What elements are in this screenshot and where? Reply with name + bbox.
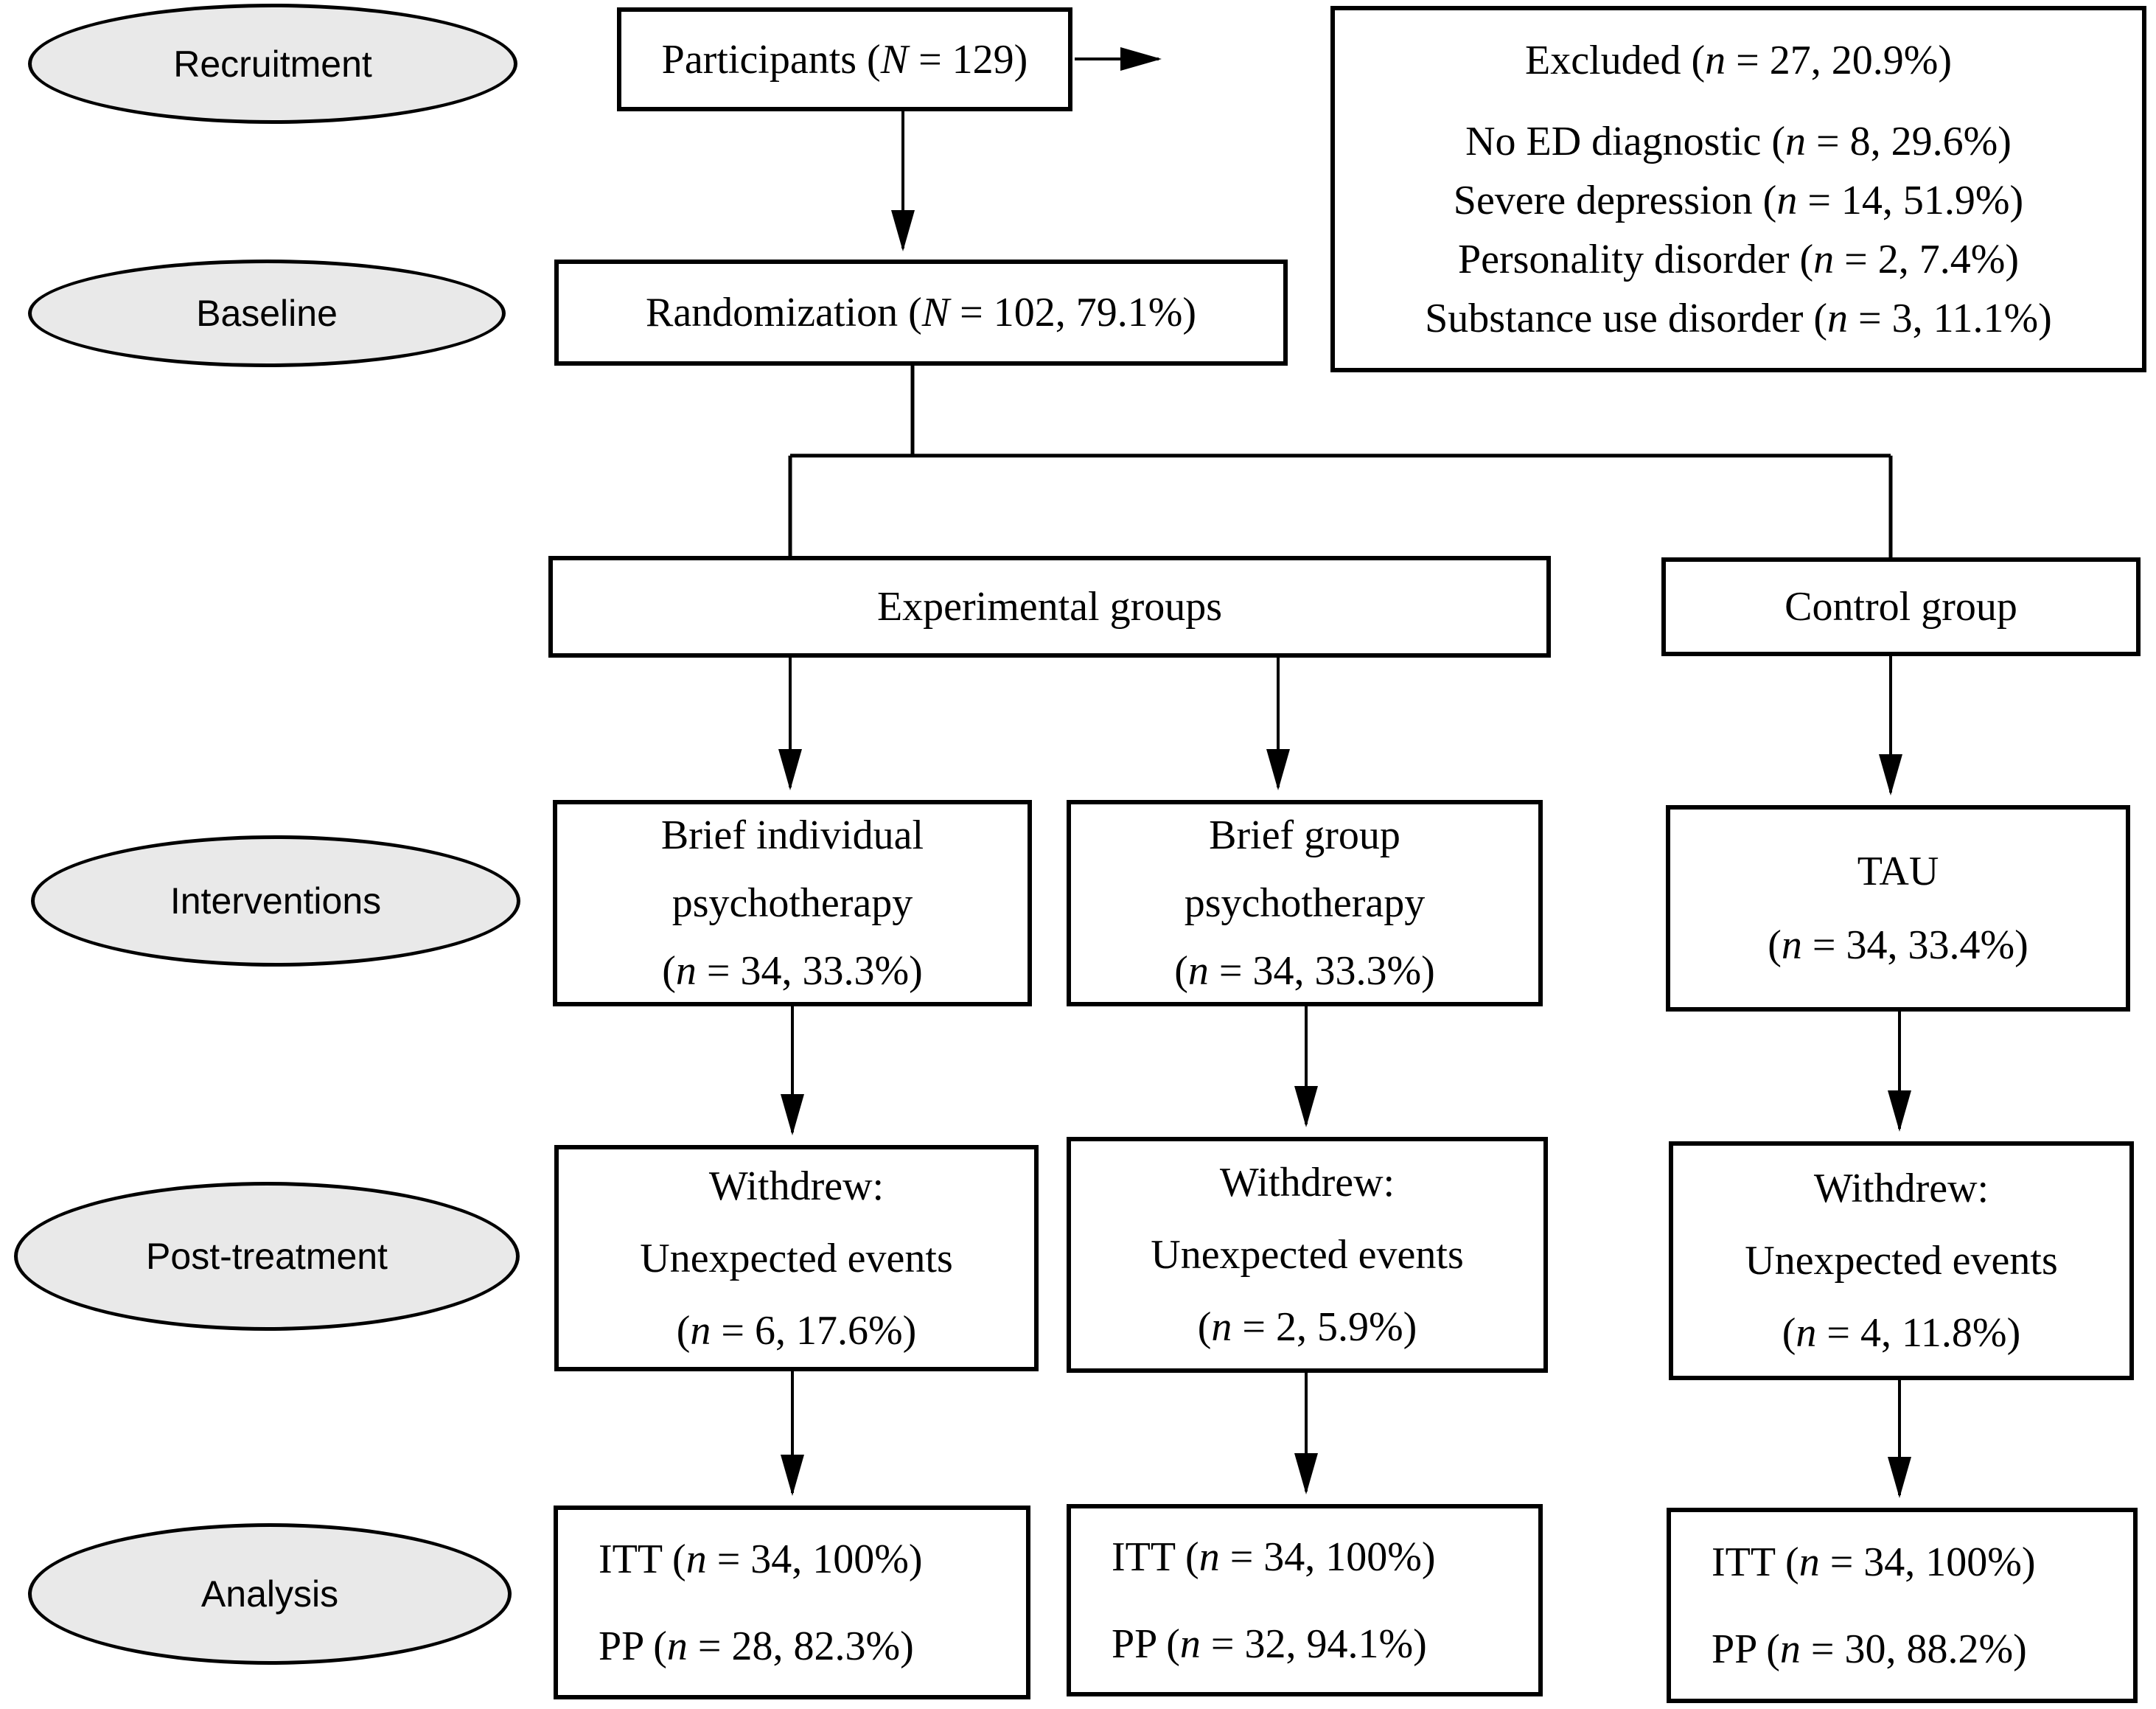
- analysis-group-box: ITT (n = 34, 100%) PP (n = 32, 94.1%): [1067, 1504, 1543, 1696]
- excluded-title: Excluded (n = 27, 20.9%): [1524, 37, 1952, 83]
- control-group-text: Control group: [1785, 584, 2017, 630]
- participants-box: Participants (N = 129): [617, 7, 1072, 111]
- stage-ellipse-interventions: Interventions: [31, 835, 520, 967]
- withdrew-individual-box: Withdrew: Unexpected events (n = 6, 17.6…: [554, 1145, 1039, 1371]
- stage-label-interventions: Interventions: [170, 880, 382, 922]
- brief-group-box: Brief group psychotherapy (n = 34, 33.3%…: [1067, 800, 1543, 1006]
- brief-individual-box: Brief individual psychotherapy (n = 34, …: [553, 800, 1032, 1006]
- stage-ellipse-baseline: Baseline: [28, 260, 506, 367]
- withdrew-individual-line1: Withdrew:: [708, 1163, 885, 1209]
- excluded-reason-no-ed: No ED diagnostic (n = 8, 29.6%): [1465, 118, 2012, 164]
- brief-individual-n: (n = 34, 33.3%): [662, 948, 923, 994]
- brief-individual-line1: Brief individual: [660, 812, 924, 858]
- brief-group-n: (n = 34, 33.3%): [1174, 948, 1435, 994]
- stage-label-analysis: Analysis: [200, 1573, 339, 1615]
- randomization-text: Randomization (N = 102, 79.1%): [645, 290, 1197, 335]
- withdrew-control-line2: Unexpected events: [1745, 1238, 2058, 1284]
- analysis-individual-box: ITT (n = 34, 100%) PP (n = 28, 82.3%): [554, 1506, 1030, 1699]
- stage-label-recruitment: Recruitment: [173, 43, 372, 85]
- withdrew-individual-line2: Unexpected events: [640, 1235, 953, 1281]
- tau-box: TAU (n = 34, 33.4%): [1666, 805, 2130, 1012]
- analysis-control-pp: PP (n = 30, 88.2%): [1712, 1626, 2027, 1672]
- brief-group-line2: psychotherapy: [1184, 880, 1426, 926]
- participants-text: Participants (N = 129): [661, 36, 1028, 83]
- analysis-individual-itt: ITT (n = 34, 100%): [599, 1536, 923, 1582]
- excluded-box: Excluded (n = 27, 20.9%) No ED diagnosti…: [1330, 6, 2146, 372]
- stage-label-post-treatment: Post-treatment: [146, 1236, 388, 1277]
- excluded-reasons-list: No ED diagnostic (n = 8, 29.6%) Severe d…: [1425, 112, 2052, 348]
- withdrew-group-line2: Unexpected events: [1151, 1232, 1464, 1278]
- withdrew-group-line1: Withdrew:: [1219, 1160, 1395, 1205]
- stage-ellipse-analysis: Analysis: [28, 1523, 512, 1665]
- tau-n: (n = 34, 33.4%): [1768, 922, 2028, 968]
- withdrew-control-n: (n = 4, 11.8%): [1782, 1310, 2021, 1356]
- stage-ellipse-recruitment: Recruitment: [28, 4, 517, 124]
- analysis-control-itt: ITT (n = 34, 100%): [1712, 1539, 2036, 1585]
- excluded-reason-depression: Severe depression (n = 14, 51.9%): [1453, 177, 2024, 223]
- brief-group-line1: Brief group: [1209, 812, 1400, 858]
- withdrew-control-line1: Withdrew:: [1813, 1166, 1989, 1211]
- withdrew-individual-n: (n = 6, 17.6%): [676, 1307, 917, 1354]
- stage-ellipse-post-treatment: Post-treatment: [14, 1182, 520, 1331]
- excluded-reason-substance: Substance use disorder (n = 3, 11.1%): [1425, 295, 2052, 341]
- withdrew-control-box: Withdrew: Unexpected events (n = 4, 11.8…: [1669, 1141, 2134, 1380]
- withdrew-group-n: (n = 2, 5.9%): [1197, 1304, 1417, 1350]
- withdrew-group-box: Withdrew: Unexpected events (n = 2, 5.9%…: [1067, 1137, 1548, 1373]
- experimental-groups-text: Experimental groups: [876, 584, 1223, 630]
- analysis-group-itt: ITT (n = 34, 100%): [1112, 1534, 1436, 1580]
- analysis-group-pp: PP (n = 32, 94.1%): [1112, 1621, 1427, 1667]
- stage-label-baseline: Baseline: [196, 293, 338, 334]
- analysis-individual-pp: PP (n = 28, 82.3%): [599, 1623, 914, 1669]
- branch-randomization-to-groups: [788, 366, 1893, 557]
- excluded-reason-personality: Personality disorder (n = 2, 7.4%): [1457, 236, 2019, 282]
- tau-line1: TAU: [1857, 849, 1939, 894]
- randomization-box: Randomization (N = 102, 79.1%): [554, 260, 1288, 366]
- analysis-control-box: ITT (n = 34, 100%) PP (n = 30, 88.2%): [1667, 1508, 2138, 1703]
- control-group-box: Control group: [1661, 557, 2141, 656]
- experimental-groups-box: Experimental groups: [548, 556, 1551, 658]
- brief-individual-line2: psychotherapy: [671, 880, 913, 926]
